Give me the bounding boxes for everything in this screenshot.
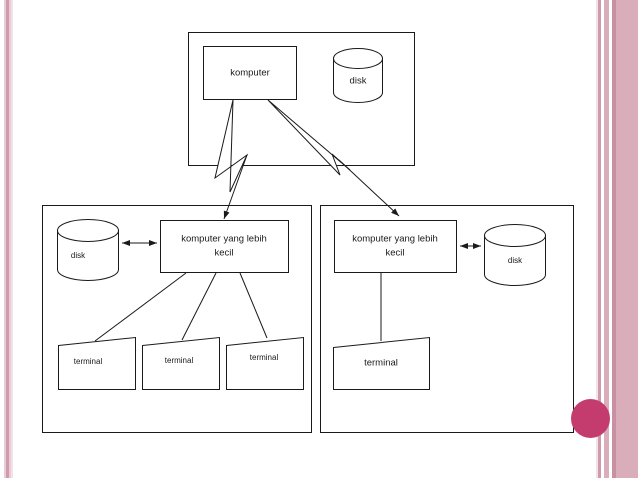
right-border-stripe-5: [609, 0, 612, 478]
node-disk-central-label: disk: [350, 76, 367, 87]
right-border-stripe-7: [616, 0, 638, 478]
node-terminal-left-3: [226, 336, 304, 390]
accent-dot: [571, 399, 610, 438]
node-terminal-left-2-label: terminal: [165, 356, 194, 365]
node-komputer-kecil-right-label-line2: kecil: [385, 248, 404, 259]
node-terminal-left-1-label: terminal: [74, 357, 103, 366]
node-terminal-right-1-label: terminal: [364, 358, 398, 369]
connector-left-term-1-link: [94, 272, 187, 342]
node-terminal-left-1: [58, 336, 136, 390]
left-border-stripe-2: [6, 0, 9, 478]
left-border-stripe-3: [9, 0, 11, 478]
connector-bolt-to-right-site: [267, 99, 351, 176]
node-komputer-kecil-right-label-line1: komputer yang lebih: [352, 234, 438, 245]
node-komputer-kecil-left-label-line2: kecil: [214, 248, 233, 259]
left-border-stripe-1: [4, 0, 6, 478]
connector-bolt-left-arrow: [223, 154, 248, 220]
right-border-stripe-2: [598, 0, 601, 478]
connector-bolt-right-arrow: [338, 159, 400, 217]
node-disk-central: [333, 48, 383, 103]
node-terminal-right-1: [333, 336, 430, 390]
node-komputer: [203, 46, 297, 100]
node-disk-right: [484, 224, 546, 286]
right-border-stripe-4: [604, 0, 609, 478]
node-komputer-kecil-left: [160, 220, 289, 273]
right-border-stripe-3: [601, 0, 604, 478]
node-terminal-left-2: [142, 336, 220, 390]
node-komputer-kecil-right: [334, 220, 457, 273]
connector-left-term-3-link: [239, 272, 268, 339]
right-border-stripe-1: [596, 0, 598, 478]
node-terminal-left-3-label: terminal: [250, 353, 279, 362]
node-disk-right-label: disk: [508, 256, 523, 265]
connector-left-term-2-link: [181, 272, 217, 341]
node-komputer-kecil-left-label-line1: komputer yang lebih: [181, 234, 267, 245]
node-disk-left-label: disk: [71, 251, 86, 260]
right-border-stripe-6: [612, 0, 616, 478]
node-komputer-label: komputer: [230, 68, 270, 79]
left-border-stripe-4: [11, 0, 13, 478]
node-disk-left: [57, 219, 119, 281]
